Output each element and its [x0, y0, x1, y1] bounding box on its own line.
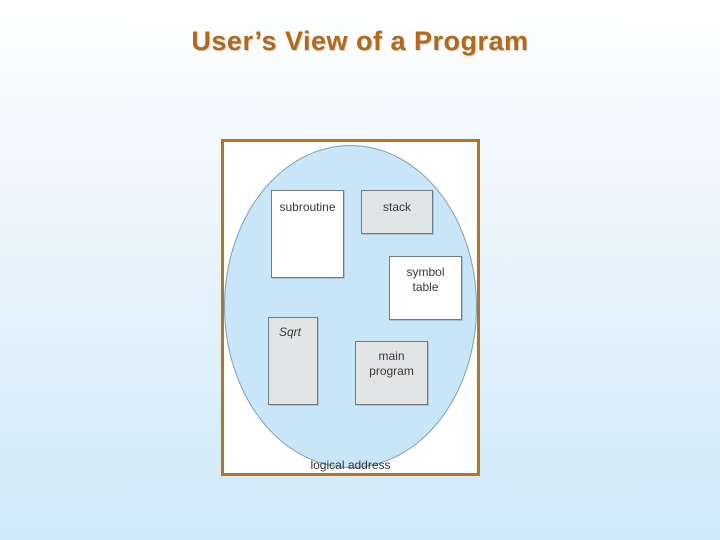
logical-address-caption: logical address	[310, 458, 391, 472]
segment-sqrt-label: Sqrt	[279, 325, 302, 339]
segment-symbol-table-label: symbol table	[406, 265, 445, 294]
segment-sqrt: Sqrt	[268, 317, 318, 405]
segment-subroutine-label: subroutine	[279, 200, 336, 214]
segment-main-program: main program	[355, 341, 428, 405]
logical-address-frame: subroutine stack symbol table Sqrt main …	[221, 139, 480, 476]
segment-main-program-label: main program	[369, 349, 414, 378]
segment-subroutine: subroutine	[271, 190, 344, 278]
slide-title: User’s View of a Program	[191, 26, 529, 56]
segment-stack-label: stack	[382, 200, 411, 214]
segment-stack: stack	[361, 190, 433, 234]
segment-symbol-table: symbol table	[389, 256, 462, 320]
